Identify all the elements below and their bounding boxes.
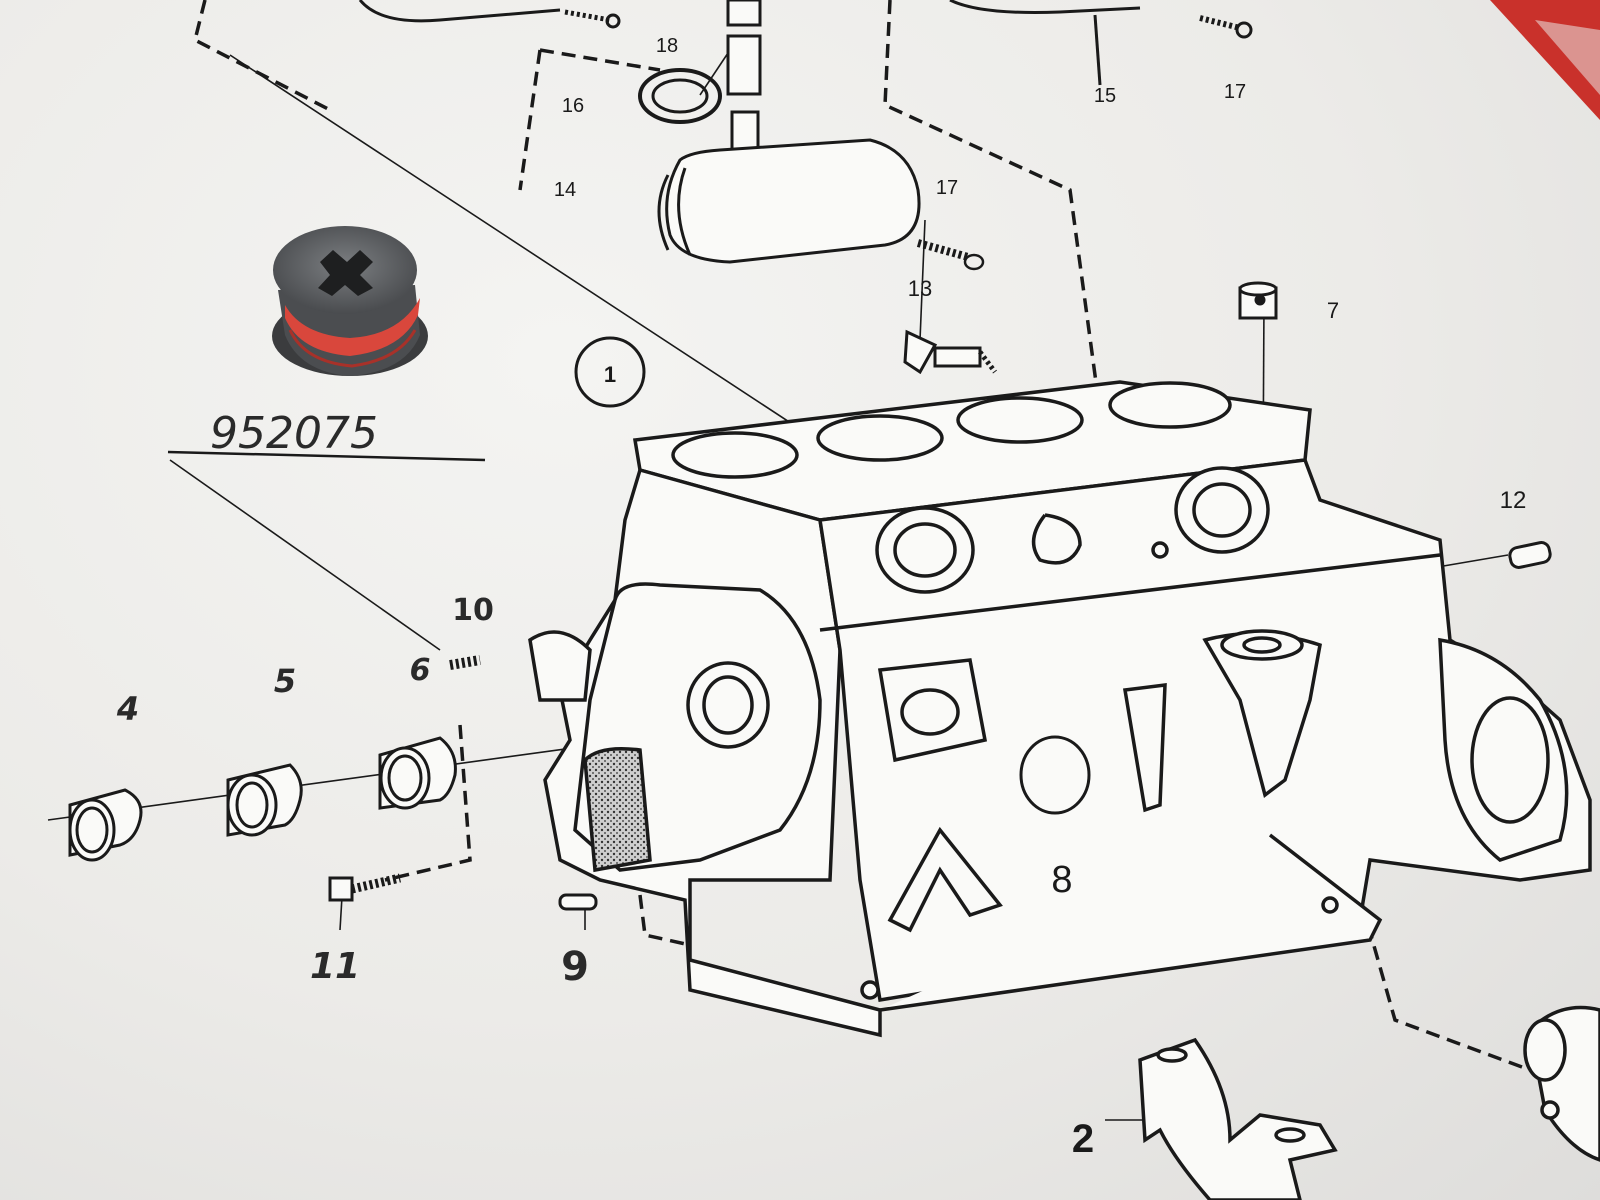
small-fasteners <box>328 655 598 911</box>
top-cover-right <box>949 0 1253 86</box>
core-plug <box>1019 735 1091 815</box>
callout-5: 5 <box>274 662 296 700</box>
callout-6: 6 <box>410 653 431 688</box>
callout-18: 18 <box>656 35 678 57</box>
callout-8: 8 <box>1051 859 1072 901</box>
callout-4: 4 <box>116 690 139 728</box>
callout-7: 7 <box>1327 298 1339 323</box>
figure-number: 1 <box>604 362 616 387</box>
callout-10: 10 <box>452 593 494 628</box>
rear-bearing-housing <box>1523 1005 1600 1162</box>
top-cover-left <box>358 0 621 29</box>
callout-14: 14 <box>554 179 576 201</box>
pipe-plug-photo <box>272 226 428 376</box>
callout-11: 11 <box>310 946 360 987</box>
engine-block <box>528 380 1592 1038</box>
handwritten-underline <box>167 450 486 462</box>
oil-filter-assembly <box>638 0 921 264</box>
handwritten-part-number: 952075 <box>210 408 378 459</box>
callout-13: 13 <box>908 276 932 301</box>
bushings <box>68 736 457 862</box>
dowel-pin-top <box>1238 281 1278 320</box>
callout-9: 9 <box>561 944 589 990</box>
callout-17-filter: 17 <box>936 177 958 199</box>
wing-bolt <box>903 329 997 375</box>
dowel-pin-right <box>1508 541 1552 569</box>
callout-16: 16 <box>562 95 584 117</box>
callout-12: 12 <box>1500 487 1527 514</box>
callout-2: 2 <box>1072 1117 1094 1161</box>
red-logo-corner <box>1490 0 1600 120</box>
bearing-cap <box>1138 1037 1338 1200</box>
filter-screw <box>916 239 985 271</box>
figure-number-badge <box>574 336 646 408</box>
callout-17-top: 17 <box>1224 81 1246 103</box>
callout-15: 15 <box>1094 85 1116 107</box>
